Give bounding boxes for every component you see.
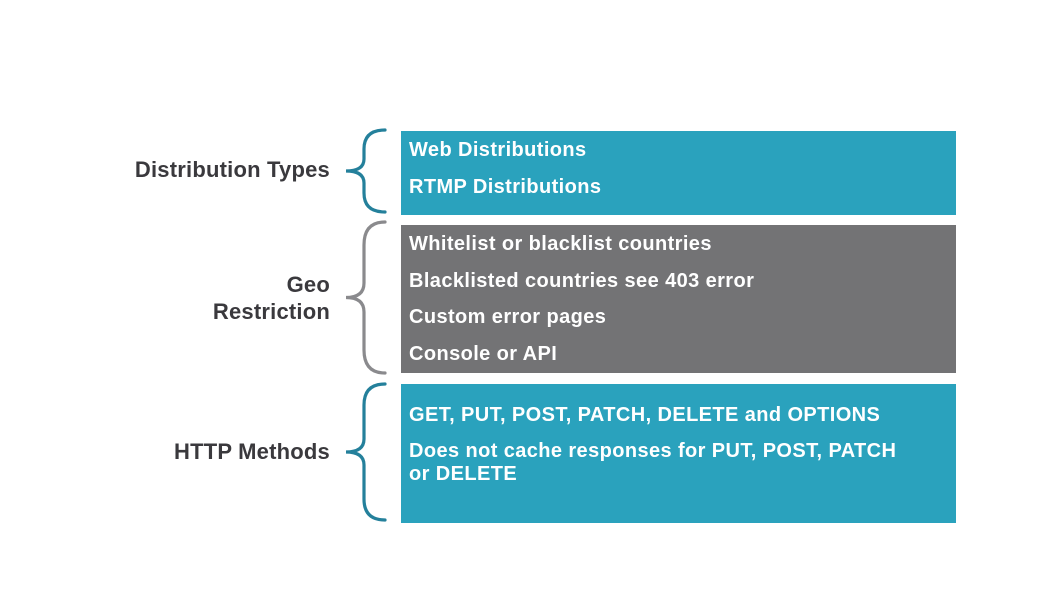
box-item: Whitelist or blacklist countries (409, 233, 712, 255)
box-http-methods: GET, PUT, POST, PATCH, DELETE and OPTION… (401, 384, 956, 523)
box-item-line: or DELETE (409, 463, 518, 485)
curly-brace-distribution-types (345, 128, 387, 214)
curly-brace-http-methods (345, 382, 387, 522)
box-item: Blacklisted countries see 403 error (409, 269, 755, 292)
row-label-text: Distribution Types (134, 157, 330, 182)
row-label-text: Restriction (212, 298, 330, 324)
box-item: Console or API (409, 342, 558, 365)
box-item: Does not cache responses for PUT, POST, … (409, 440, 944, 486)
box-item: GET, PUT, POST, PATCH, DELETE and OPTION… (409, 404, 881, 426)
box-item: RTMP Distributions (409, 176, 602, 198)
box-item-line: Does not cache responses for PUT, POST, … (409, 440, 897, 462)
row-label-geo-restriction: Geo Restriction (40, 272, 330, 325)
row-label-text: Geo (286, 272, 330, 297)
row-label-distribution-types: Distribution Types (40, 157, 330, 184)
curly-brace-geo-restriction (345, 220, 387, 375)
box-item: Custom error pages (409, 306, 607, 329)
box-item: Web Distributions (409, 139, 587, 161)
box-distribution-types: Web Distributions RTMP Distributions (401, 131, 956, 215)
box-geo-restriction: Whitelist or blacklist countries Blackli… (401, 225, 956, 373)
row-label-text: HTTP Methods (174, 439, 330, 464)
row-label-http-methods: HTTP Methods (40, 439, 330, 466)
